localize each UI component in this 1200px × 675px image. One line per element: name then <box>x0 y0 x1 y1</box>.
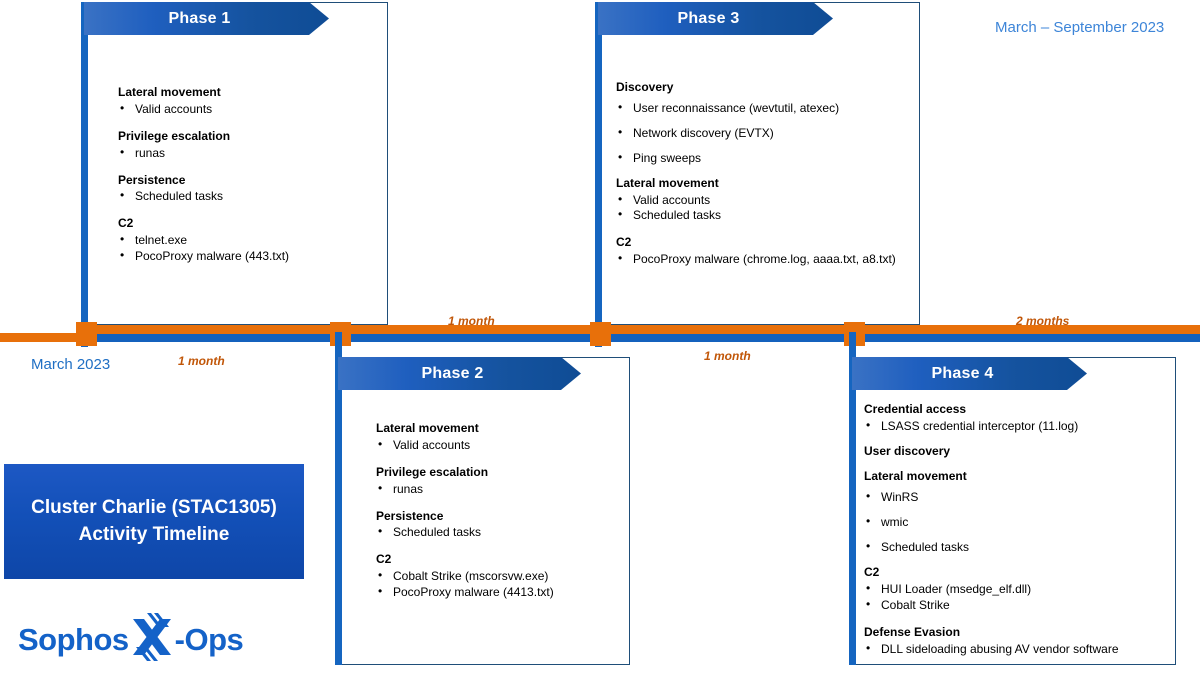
phase-4-connector <box>849 332 856 665</box>
list-item: runas <box>376 481 618 498</box>
group-items: PocoProxy malware (chrome.log, aaaa.txt,… <box>616 251 912 268</box>
list-item: PocoProxy malware (chrome.log, aaaa.txt,… <box>616 251 912 268</box>
group-heading: Privilege escalation <box>376 464 489 479</box>
group-heading: C2 <box>376 552 392 567</box>
list-item: Cobalt Strike (mscorsvw.exe) <box>376 568 618 585</box>
phase-2-connector <box>335 332 342 665</box>
list-item: Scheduled tasks <box>864 539 1168 556</box>
list-item: Valid accounts <box>376 437 618 454</box>
group-items: telnet.exe PocoProxy malware (443.txt) <box>118 232 374 265</box>
group-items: runas <box>118 145 374 162</box>
sophos-xops-logo: Sophos -Ops <box>18 611 244 668</box>
list-item: DLL sideloading abusing AV vendor softwa… <box>864 641 1168 658</box>
group-heading: Credential access <box>864 402 967 416</box>
list-item: LSASS credential interceptor (11.log) <box>864 418 1168 435</box>
group-heading: C2 <box>118 216 134 231</box>
group-items: HUI Loader (msedge_elf.dll) Cobalt Strik… <box>864 581 1168 614</box>
interval-label-2: 1 month <box>448 314 495 328</box>
title-line-1: Cluster Charlie (STAC1305) <box>31 497 277 519</box>
list-item: Valid accounts <box>616 192 912 209</box>
group-items: Valid accounts <box>376 437 618 454</box>
timeline-marker-1[interactable] <box>76 322 97 346</box>
phase-1-banner-label: Phase 1 <box>168 9 231 27</box>
phase-2-banner: Phase 2 <box>338 357 581 390</box>
list-item: Network discovery (EVTX) <box>616 125 912 142</box>
list-item: wmic <box>864 514 1168 531</box>
list-item: Valid accounts <box>118 101 374 118</box>
logo-suffix-text: -Ops <box>174 622 244 657</box>
list-item: telnet.exe <box>118 232 374 249</box>
group-items: Valid accounts Scheduled tasks <box>616 192 912 225</box>
phase-4-banner-label: Phase 4 <box>931 364 994 382</box>
phase-1-panel: Phase 1 Lateral movement Valid accounts … <box>81 2 388 347</box>
logo-prefix-text: Sophos <box>18 622 129 657</box>
phase-3-content: Discovery User reconnaissance (wevtutil,… <box>600 80 920 268</box>
group-heading: Defense Evasion <box>864 625 961 640</box>
group-items: Scheduled tasks <box>118 188 374 205</box>
phase-3-connector <box>595 2 602 347</box>
group-heading: Lateral movement <box>376 421 479 435</box>
timeline-line-orange <box>86 325 1200 334</box>
logo-x-icon <box>124 611 178 668</box>
interval-label-4: 2 months <box>1016 314 1070 328</box>
phase-3-panel: Phase 3 Discovery User reconnaissance (w… <box>595 2 920 347</box>
list-item: Scheduled tasks <box>376 524 618 541</box>
group-heading: Persistence <box>376 508 444 523</box>
list-item: PocoProxy malware (443.txt) <box>118 248 374 265</box>
phase-4-content: Credential access LSASS credential inter… <box>854 402 1176 658</box>
phase-1-box <box>86 2 388 325</box>
list-item: Scheduled tasks <box>616 207 912 224</box>
group-heading: C2 <box>616 235 632 250</box>
list-item: WinRS <box>864 489 1168 506</box>
timeline-line-orange-start <box>0 333 86 342</box>
group-items: runas <box>376 481 618 498</box>
phase-1-connector <box>81 2 88 347</box>
phase-4-panel: Phase 4 Credential access LSASS credenti… <box>849 332 1176 665</box>
timeline-start-label: March 2023 <box>31 356 111 373</box>
phase-1-banner: Phase 1 <box>84 2 329 35</box>
phase-3-banner: Phase 3 <box>598 2 833 35</box>
list-item: PocoProxy malware (4413.txt) <box>376 584 618 601</box>
title-line-2: Activity Timeline <box>78 523 230 545</box>
phase-2-banner-label: Phase 2 <box>421 364 484 382</box>
interval-label-3: 1 month <box>704 349 751 363</box>
group-heading: Discovery <box>616 80 674 94</box>
date-range-label: March – September 2023 <box>995 19 1165 36</box>
group-items: User reconnaissance (wevtutil, atexec) N… <box>616 100 912 167</box>
group-heading: C2 <box>864 565 880 580</box>
phase-2-panel: Phase 2 Lateral movement Valid accounts … <box>335 332 630 665</box>
list-item: Cobalt Strike <box>864 597 1168 614</box>
interval-label-1: 1 month <box>178 354 225 368</box>
list-item: Scheduled tasks <box>118 188 374 205</box>
phase-2-content: Lateral movement Valid accounts Privileg… <box>340 421 630 601</box>
list-item: User reconnaissance (wevtutil, atexec) <box>616 100 912 117</box>
group-items: WinRS wmic Scheduled tasks <box>864 489 1168 556</box>
phase-1-content: Lateral movement Valid accounts Privileg… <box>86 85 388 265</box>
group-items: Scheduled tasks <box>376 524 618 541</box>
group-heading: Lateral movement <box>616 175 719 190</box>
phase-4-banner: Phase 4 <box>852 357 1087 390</box>
group-items: Valid accounts <box>118 101 374 118</box>
group-items: Cobalt Strike (mscorsvw.exe) PocoProxy m… <box>376 568 618 601</box>
phase-3-banner-label: Phase 3 <box>677 9 740 27</box>
list-item: HUI Loader (msedge_elf.dll) <box>864 581 1168 598</box>
group-items: LSASS credential interceptor (11.log) <box>864 418 1168 435</box>
timeline-marker-3[interactable] <box>590 322 611 346</box>
group-heading: Persistence <box>118 172 186 187</box>
title-card: Cluster Charlie (STAC1305) Activity Time… <box>4 464 304 579</box>
group-heading: Lateral movement <box>118 85 221 99</box>
group-heading: User discovery <box>864 443 951 458</box>
group-items: DLL sideloading abusing AV vendor softwa… <box>864 641 1168 658</box>
group-heading: Privilege escalation <box>118 128 231 143</box>
list-item: Ping sweeps <box>616 150 912 167</box>
title-card-text: Cluster Charlie (STAC1305) Activity Time… <box>19 495 289 547</box>
list-item: runas <box>118 145 374 162</box>
group-heading: Lateral movement <box>864 468 967 483</box>
